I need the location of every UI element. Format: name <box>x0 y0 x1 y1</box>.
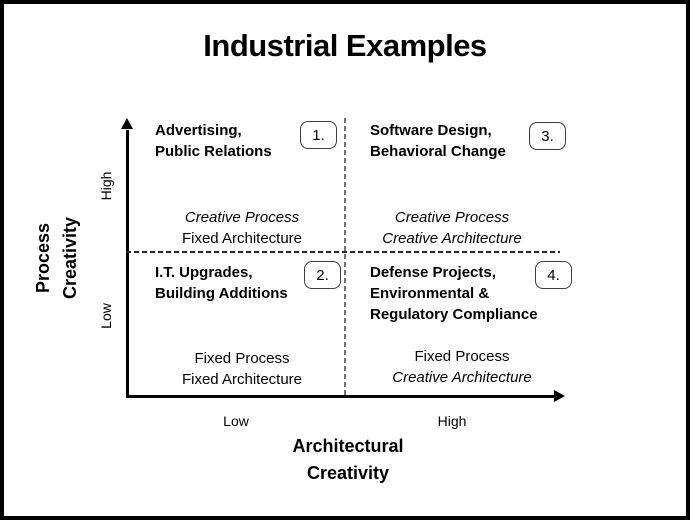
quadrant-1-number-badge: 1. <box>300 121 337 149</box>
quadrant-3-number: 3. <box>541 127 554 145</box>
quadrant-2-title: I.T. Upgrades, Building Additions <box>155 264 288 302</box>
quadrant-3-desc-line1: Creative Process <box>394 209 510 226</box>
quadrant-2-number: 2. <box>316 266 329 284</box>
quadrant-3-number-badge: 3. <box>529 122 566 150</box>
quadrant-1-number: 1. <box>312 126 325 144</box>
quadrant-divider-vertical <box>344 118 346 396</box>
quadrant-4-desc-line1: Fixed Process <box>414 348 510 365</box>
quadrant-divider-horizontal <box>126 251 560 253</box>
quadrant-4-title: Defense Projects, Environmental & Regula… <box>370 264 538 323</box>
y-axis-line <box>126 130 129 396</box>
y-axis-label: Process Creativity <box>33 216 80 300</box>
quadrant-1-title: Advertising, Public Relations <box>155 122 272 160</box>
y-axis-low-tick-label: Low <box>98 303 114 329</box>
x-axis-arrow-right-icon <box>554 390 565 402</box>
quadrant-2-number-badge: 2. <box>304 261 341 289</box>
quadrant-3-desc-line2: Creative Architecture <box>382 230 522 247</box>
quadrant-3-descriptor: Creative Process Creative Architecture <box>352 207 552 249</box>
y-axis-high-tick-label: High <box>98 171 114 201</box>
quadrant-1-desc-line1: Creative Process <box>184 209 300 226</box>
quadrant-4-number-badge: 4. <box>535 261 572 289</box>
quadrant-4-descriptor: Fixed Process Creative Architecture <box>362 346 562 388</box>
quadrant-4-number: 4. <box>547 266 560 284</box>
x-axis-label: Architectural Creativity <box>292 436 404 483</box>
x-axis-line <box>126 395 556 398</box>
quadrant-1-descriptor: Creative Process Fixed Architecture <box>142 207 342 249</box>
quadrant-2-descriptor: Fixed Process Fixed Architecture <box>142 348 342 390</box>
quadrant-3-title: Software Design, Behavioral Change <box>370 122 506 160</box>
page-title: Industrial Examples <box>203 28 487 63</box>
quadrant-2-desc-line1: Fixed Process <box>194 350 290 367</box>
quadrant-4-desc-line2: Creative Architecture <box>392 369 532 386</box>
quadrant-1-desc-line2: Fixed Architecture <box>181 230 303 247</box>
x-axis-high-tick-label: High <box>437 413 467 429</box>
x-axis-low-tick-label: Low <box>223 413 249 429</box>
y-axis-arrow-up-icon <box>121 118 133 129</box>
quadrant-2-desc-line2: Fixed Architecture <box>181 371 303 388</box>
